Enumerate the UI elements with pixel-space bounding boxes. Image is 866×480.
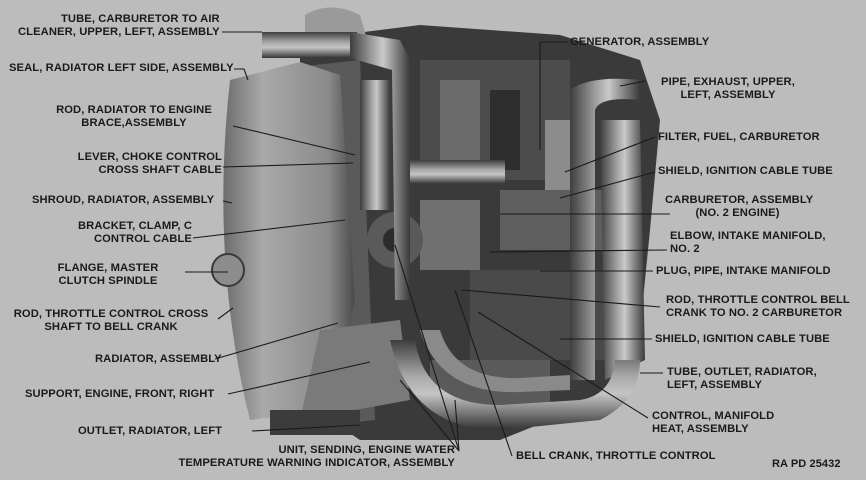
label-line: LEFT, ASSEMBLY bbox=[680, 89, 776, 101]
label-seal-radiator: SEAL, RADIATOR LEFT SIDE, ASSEMBLY bbox=[9, 62, 234, 75]
label-shroud-radiator: SHROUD, RADIATOR, ASSEMBLY bbox=[32, 194, 214, 207]
label-line: CLUTCH SPINDLE bbox=[58, 275, 158, 287]
label-line: RADIATOR, ASSEMBLY bbox=[95, 353, 222, 365]
label-elbow-intake: ELBOW, INTAKE MANIFOLD, NO. 2 bbox=[670, 230, 826, 256]
label-control-manifold: CONTROL, MANIFOLD HEAT, ASSEMBLY bbox=[652, 410, 774, 436]
label-filter-fuel: FILTER, FUEL, CARBURETOR bbox=[658, 131, 820, 144]
label-shield-ignition-lower: SHIELD, IGNITION CABLE TUBE bbox=[655, 333, 830, 346]
label-line: SHIELD, IGNITION CABLE TUBE bbox=[655, 333, 830, 345]
label-outlet-radiator: OUTLET, RADIATOR, LEFT bbox=[78, 425, 222, 438]
label-bracket-clamp: BRACKET, CLAMP, C CONTROL CABLE bbox=[64, 220, 192, 246]
label-line: HEAT, ASSEMBLY bbox=[652, 423, 749, 435]
label-line: TUBE, CARBURETOR TO AIR bbox=[60, 13, 220, 25]
label-bell-crank: BELL CRANK, THROTTLE CONTROL bbox=[516, 450, 716, 463]
leader-lines bbox=[185, 31, 670, 457]
label-line: SUPPORT, ENGINE, FRONT, RIGHT bbox=[25, 388, 215, 400]
label-line: PIPE, EXHAUST, UPPER, bbox=[661, 76, 795, 88]
label-line: CRANK TO NO. 2 CARBURETOR bbox=[666, 307, 843, 319]
label-rod-throttle-bell: ROD, THROTTLE CONTROL BELL CRANK TO NO. … bbox=[666, 294, 850, 320]
label-radiator-assembly: RADIATOR, ASSEMBLY bbox=[95, 353, 222, 366]
label-line: ELBOW, INTAKE MANIFOLD, bbox=[670, 230, 826, 242]
label-line: CLEANER, UPPER, LEFT, ASSEMBLY bbox=[18, 26, 220, 38]
label-generator: GENERATOR, ASSEMBLY bbox=[570, 36, 709, 49]
label-pipe-exhaust: PIPE, EXHAUST, UPPER, LEFT, ASSEMBLY bbox=[643, 76, 813, 102]
label-carburetor: CARBURETOR, ASSEMBLY (NO. 2 ENGINE) bbox=[665, 194, 814, 220]
label-line: OUTLET, RADIATOR, LEFT bbox=[78, 425, 223, 437]
label-line: CROSS SHAFT CABLE bbox=[98, 164, 222, 176]
label-plug-pipe: PLUG, PIPE, INTAKE MANIFOLD bbox=[656, 265, 831, 278]
label-line: LEVER, CHOKE CONTROL bbox=[77, 151, 222, 163]
label-line: SHAFT TO BELL CRANK bbox=[44, 321, 178, 333]
label-line: FILTER, FUEL, CARBURETOR bbox=[658, 131, 820, 143]
label-line: FLANGE, MASTER bbox=[57, 262, 159, 274]
label-line: CONTROL CABLE bbox=[93, 233, 192, 245]
label-line: ROD, THROTTLE CONTROL CROSS bbox=[13, 308, 209, 320]
label-line: TUBE, OUTLET, RADIATOR, bbox=[667, 366, 817, 378]
radiator bbox=[211, 7, 410, 435]
label-line: BELL CRANK, THROTTLE CONTROL bbox=[516, 450, 716, 462]
label-line: SHROUD, RADIATOR, ASSEMBLY bbox=[32, 194, 215, 206]
label-line: TEMPERATURE WARNING INDICATOR, ASSEMBLY bbox=[178, 457, 455, 469]
label-line: ROD, RADIATOR TO ENGINE bbox=[56, 104, 212, 116]
label-shield-ignition-upper: SHIELD, IGNITION CABLE TUBE bbox=[658, 165, 833, 178]
label-line: CONTROL, MANIFOLD bbox=[652, 410, 775, 422]
label-line: SEAL, RADIATOR LEFT SIDE, ASSEMBLY bbox=[9, 62, 234, 74]
label-rod-radiator: ROD, RADIATOR TO ENGINE BRACE,ASSEMBLY bbox=[40, 104, 228, 130]
label-unit-sending: UNIT, SENDING, ENGINE WATER TEMPERATURE … bbox=[120, 444, 455, 470]
label-line: BRACE,ASSEMBLY bbox=[81, 117, 187, 129]
label-line: PLUG, PIPE, INTAKE MANIFOLD bbox=[656, 265, 831, 277]
label-line: BRACKET, CLAMP, C bbox=[78, 220, 192, 232]
label-line: CARBURETOR, ASSEMBLY bbox=[665, 194, 814, 206]
label-line: ROD, THROTTLE CONTROL BELL bbox=[666, 294, 850, 306]
label-lever-choke: LEVER, CHOKE CONTROL CROSS SHAFT CABLE bbox=[56, 151, 222, 177]
label-line: NO. 2 bbox=[670, 243, 700, 255]
label-flange-master: FLANGE, MASTER CLUTCH SPINDLE bbox=[43, 262, 173, 288]
label-line: GENERATOR, ASSEMBLY bbox=[570, 36, 710, 48]
label-line: (NO. 2 ENGINE) bbox=[695, 207, 780, 219]
label-tube-outlet: TUBE, OUTLET, RADIATOR, LEFT, ASSEMBLY bbox=[667, 366, 817, 392]
figure-reference: RA PD 25432 bbox=[772, 458, 841, 470]
label-line: LEFT, ASSEMBLY bbox=[667, 379, 763, 391]
label-support-engine: SUPPORT, ENGINE, FRONT, RIGHT bbox=[25, 388, 214, 401]
label-tube-carburetor: TUBE, CARBURETOR TO AIR CLEANER, UPPER, … bbox=[18, 13, 220, 39]
label-line: UNIT, SENDING, ENGINE WATER bbox=[278, 444, 455, 456]
label-line: SHIELD, IGNITION CABLE TUBE bbox=[658, 165, 833, 177]
label-rod-throttle-cross: ROD, THROTTLE CONTROL CROSS SHAFT TO BEL… bbox=[0, 308, 222, 334]
